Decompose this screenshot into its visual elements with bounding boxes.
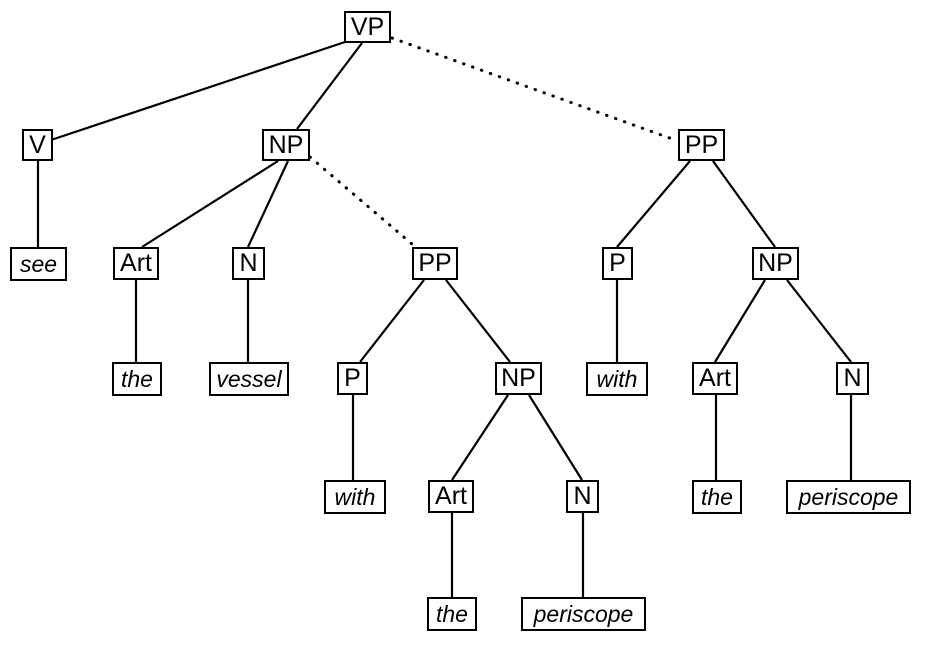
category-node-v[interactable]: V bbox=[22, 129, 53, 161]
leaf-node-peri_m[interactable]: periscope bbox=[521, 597, 646, 631]
category-node-np_right[interactable]: NP bbox=[752, 247, 799, 280]
tree-edge-np_mid-to-art_mid bbox=[451, 394, 509, 481]
category-node-n_mid[interactable]: N bbox=[566, 480, 599, 513]
category-node-pp_right[interactable]: PP bbox=[678, 129, 725, 161]
leaf-node-the1[interactable]: the bbox=[112, 362, 162, 396]
node-label: Art bbox=[435, 482, 467, 510]
tree-edge-pp_mid-to-p_mid bbox=[359, 279, 425, 363]
node-label: with bbox=[334, 483, 376, 510]
node-label: N bbox=[573, 482, 592, 510]
node-label: NP bbox=[501, 364, 536, 392]
node-label: P bbox=[609, 249, 626, 277]
node-label: VP bbox=[350, 12, 385, 41]
node-label: P bbox=[344, 364, 361, 392]
tree-edge-pp_right-to-p_right bbox=[616, 160, 691, 248]
node-label: PP bbox=[418, 249, 452, 277]
tree-edge-pp_right-to-np_right bbox=[712, 160, 776, 248]
tree-edge-np_right-to-n_right bbox=[786, 279, 852, 363]
category-node-n_right[interactable]: N bbox=[836, 362, 869, 395]
node-label: Art bbox=[699, 364, 731, 392]
node-label: with bbox=[596, 365, 638, 392]
node-label: V bbox=[29, 130, 46, 159]
tree-edge-np_mid-to-n_mid bbox=[528, 394, 583, 481]
category-node-n1[interactable]: N bbox=[232, 247, 265, 280]
category-node-art1[interactable]: Art bbox=[113, 247, 159, 280]
node-label: the bbox=[121, 365, 153, 392]
node-label: see bbox=[19, 250, 58, 277]
tree-edge-np1-to-art1 bbox=[141, 160, 279, 248]
node-label: N bbox=[239, 249, 258, 277]
node-label: the bbox=[436, 600, 468, 627]
category-node-np1[interactable]: NP bbox=[262, 129, 310, 161]
node-label: Art bbox=[120, 249, 152, 277]
tree-edge-vp-to-np1 bbox=[296, 42, 363, 130]
tree-edge-np1-to-pp_mid bbox=[308, 155, 414, 246]
tree-edge-np_right-to-art_right bbox=[714, 279, 766, 363]
leaf-node-the_m[interactable]: the bbox=[427, 597, 477, 631]
tree-edge-vp-to-pp_right bbox=[390, 36, 680, 143]
node-label: N bbox=[843, 364, 862, 392]
category-node-pp_mid[interactable]: PP bbox=[412, 247, 458, 280]
node-label: NP bbox=[758, 249, 793, 277]
category-node-art_right[interactable]: Art bbox=[692, 362, 738, 395]
node-label: the bbox=[701, 483, 733, 510]
node-label: vessel bbox=[216, 365, 282, 392]
category-node-vp[interactable]: VP bbox=[344, 11, 391, 43]
tree-edge-vp-to-v bbox=[47, 39, 349, 143]
leaf-node-see[interactable]: see bbox=[10, 247, 67, 281]
leaf-node-with_r[interactable]: with bbox=[586, 362, 648, 396]
node-label: PP bbox=[684, 130, 719, 159]
category-node-p_mid[interactable]: P bbox=[337, 362, 368, 395]
node-label: periscope bbox=[798, 483, 899, 510]
category-node-np_mid[interactable]: NP bbox=[495, 362, 542, 395]
leaf-node-peri_r[interactable]: periscope bbox=[786, 480, 911, 514]
leaf-node-the_r[interactable]: the bbox=[692, 480, 742, 514]
node-label: periscope bbox=[533, 600, 634, 627]
category-node-art_mid[interactable]: Art bbox=[428, 480, 474, 513]
node-label: NP bbox=[268, 130, 304, 159]
tree-edge-pp_mid-to-np_mid bbox=[445, 279, 511, 363]
category-node-p_right[interactable]: P bbox=[602, 247, 633, 280]
tree-edge-np1-to-n1 bbox=[247, 160, 289, 248]
leaf-node-with_m[interactable]: with bbox=[324, 480, 386, 514]
leaf-node-vessel[interactable]: vessel bbox=[209, 362, 289, 396]
